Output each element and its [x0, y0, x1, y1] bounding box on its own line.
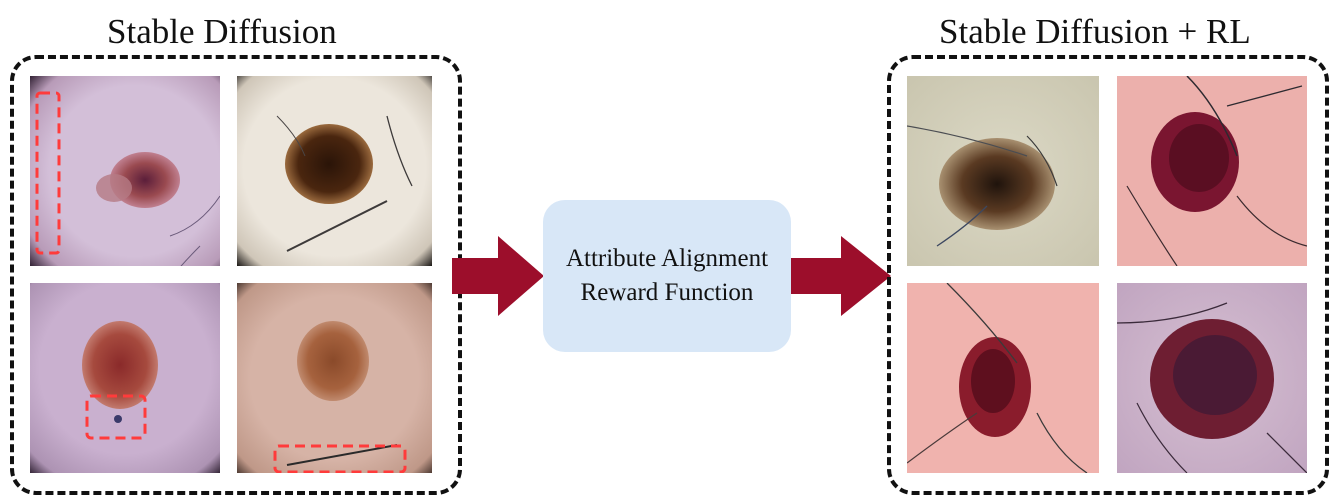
rl-image-4	[1117, 283, 1307, 473]
reward-function-box: Attribute Alignment Reward Function	[543, 200, 791, 352]
right-arrow-right	[791, 236, 891, 316]
reward-box-line1: Attribute Alignment	[565, 245, 769, 273]
rl-image-1	[907, 76, 1099, 266]
sd-image-1	[30, 76, 220, 266]
rl-image-2	[1117, 76, 1307, 266]
right-arrow-left	[452, 236, 544, 316]
sd-image-3	[30, 283, 220, 473]
sd-image-4	[237, 283, 432, 473]
left-group-title: Stable Diffusion	[107, 12, 337, 51]
sd-image-2	[237, 76, 432, 266]
right-group-frame	[887, 55, 1329, 495]
reward-box-line2: Reward Function	[580, 279, 754, 306]
rl-image-3	[907, 283, 1099, 473]
right-group-title: Stable Diffusion + RL	[939, 12, 1251, 51]
